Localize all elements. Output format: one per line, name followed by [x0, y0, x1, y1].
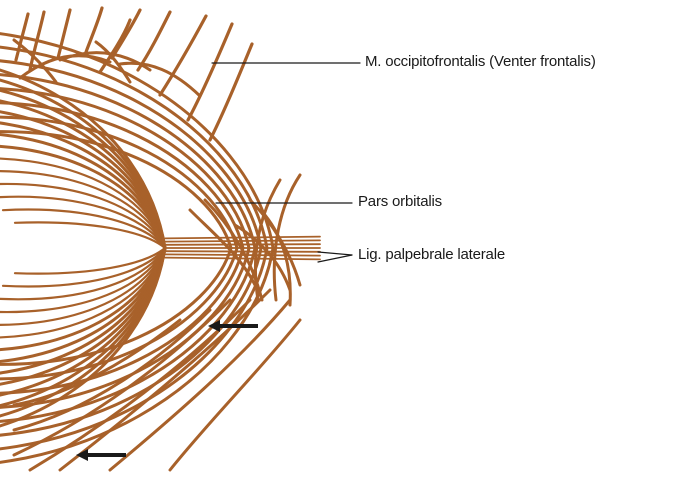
ligament-fiber: [165, 240, 320, 241]
leader-lig-palpebrale-upper: [318, 252, 352, 255]
muscle-fibers: [0, 8, 320, 470]
ligament-fiber: [165, 237, 320, 239]
leader-lig-palpebrale-lower: [318, 255, 352, 262]
label-occipitofrontalis: M. occipitofrontalis (Venter frontalis): [365, 53, 596, 70]
inferior-diagonal-fiber: [170, 320, 300, 470]
frontalis-fiber: [138, 12, 170, 70]
ligament-fiber: [165, 258, 320, 260]
label-lig-palpebrale-laterale: Lig. palpebrale laterale: [358, 246, 505, 263]
label-pars-orbitalis: Pars orbitalis: [358, 193, 442, 210]
ligament-fiber: [165, 254, 320, 255]
frontalis-cross-fiber: [120, 63, 200, 96]
frontalis-fiber: [58, 10, 70, 58]
frontalis-fiber: [112, 10, 140, 58]
ligament-fiber: [165, 244, 320, 245]
